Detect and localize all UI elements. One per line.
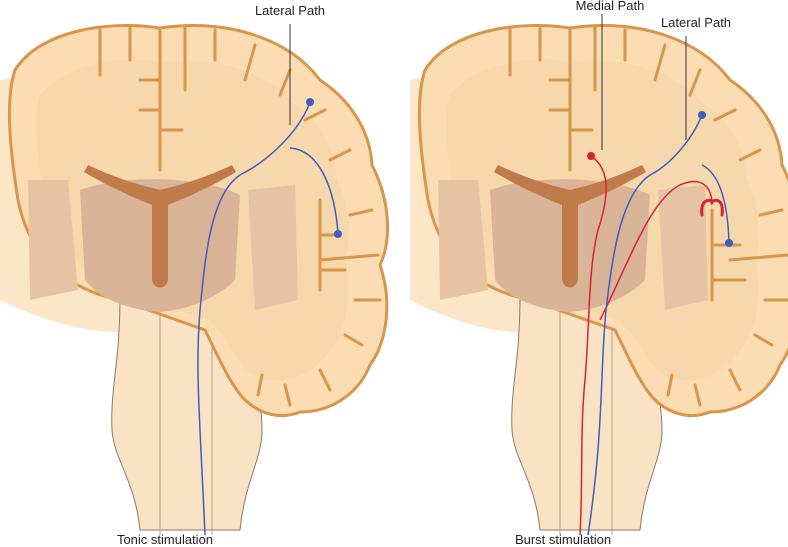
right-lateral-nucleus <box>438 180 488 300</box>
right-sulci <box>508 26 788 407</box>
medial-path-origin-dot <box>587 152 595 160</box>
right-brain-section <box>410 23 788 535</box>
left-lateral-path-origin-dot <box>306 98 314 106</box>
medial-path-branch <box>599 180 713 321</box>
right-putamen <box>658 185 708 310</box>
left-brain-section <box>0 23 389 535</box>
right-lateral-path-line <box>587 114 703 536</box>
medial-path-label: Medial Path <box>576 0 645 13</box>
right-lateral-path-target-dot <box>725 239 733 247</box>
left-putamen <box>248 185 298 310</box>
right-lateral-path-branch <box>701 164 730 244</box>
right-sulci-branches <box>548 78 747 302</box>
burst-target-marker <box>700 198 724 217</box>
left-lateral-path-line <box>197 101 311 536</box>
left-lateral-path-target-dot <box>334 230 342 238</box>
left-ventricle <box>84 165 236 288</box>
left-lateral-path-label: Lateral Path <box>255 3 325 18</box>
medial-path-line <box>579 155 607 536</box>
right-brainstem-lines <box>559 305 613 535</box>
left-lateral-nucleus <box>28 180 78 300</box>
right-lateral-path-label: Lateral Path <box>661 15 731 30</box>
left-sulci <box>98 26 382 407</box>
right-lateral-path-origin-dot <box>698 111 706 119</box>
left-sulci-branches <box>138 78 347 292</box>
left-caption: Tonic stimulation <box>117 532 213 547</box>
left-lateral-path-branch <box>289 147 339 235</box>
right-caption: Burst stimulation <box>515 532 611 547</box>
right-ventricle <box>494 165 646 288</box>
